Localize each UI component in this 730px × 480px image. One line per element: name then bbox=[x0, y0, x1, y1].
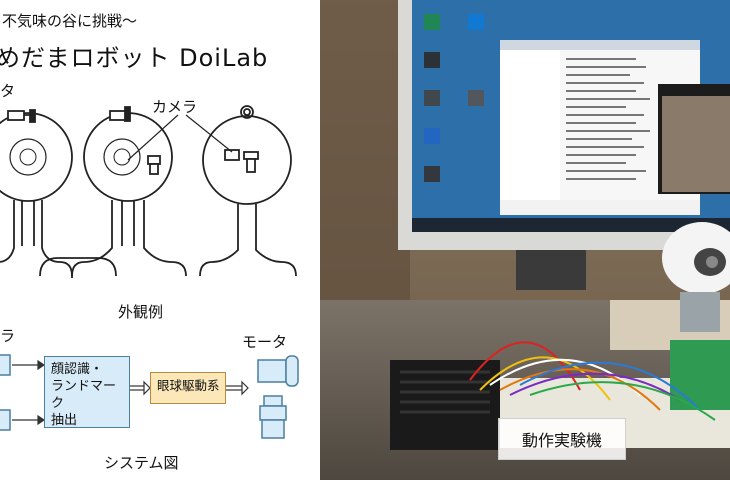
title-line-1: 不気味の谷に挑戦～ bbox=[2, 12, 138, 30]
face-recognition-box: 顔認識・ ランドマーク 抽出 bbox=[44, 356, 130, 428]
photo-scene bbox=[320, 0, 730, 480]
label-cut-top: タ bbox=[0, 82, 16, 100]
camera-callout bbox=[127, 114, 233, 161]
robot-illustrations bbox=[0, 105, 299, 439]
label-cut-camera: ラ bbox=[0, 327, 16, 345]
diagram-panel: 不気味の谷に挑戦～ めだまロボット DoiLab タ bbox=[0, 0, 330, 480]
arrows bbox=[12, 359, 249, 426]
camera-boxes bbox=[0, 354, 11, 431]
eye-drive-box: 眼球駆動系 bbox=[150, 372, 226, 404]
robot-front-left bbox=[0, 109, 73, 278]
caption-appearance: 外観例 bbox=[118, 303, 164, 321]
robot-front-right bbox=[71, 106, 187, 277]
label-camera: カメラ bbox=[152, 98, 198, 116]
label-motor: モータ bbox=[242, 333, 288, 351]
caption-system: システム図 bbox=[104, 454, 179, 472]
title-line-2: めだまロボット DoiLab bbox=[0, 44, 269, 72]
experiment-photo: 動作実験機 bbox=[320, 0, 730, 480]
robot-bases bbox=[39, 257, 117, 277]
photo-caption: 動作実験機 bbox=[498, 418, 626, 460]
robot-side bbox=[199, 105, 297, 277]
motor-icons bbox=[257, 355, 299, 439]
